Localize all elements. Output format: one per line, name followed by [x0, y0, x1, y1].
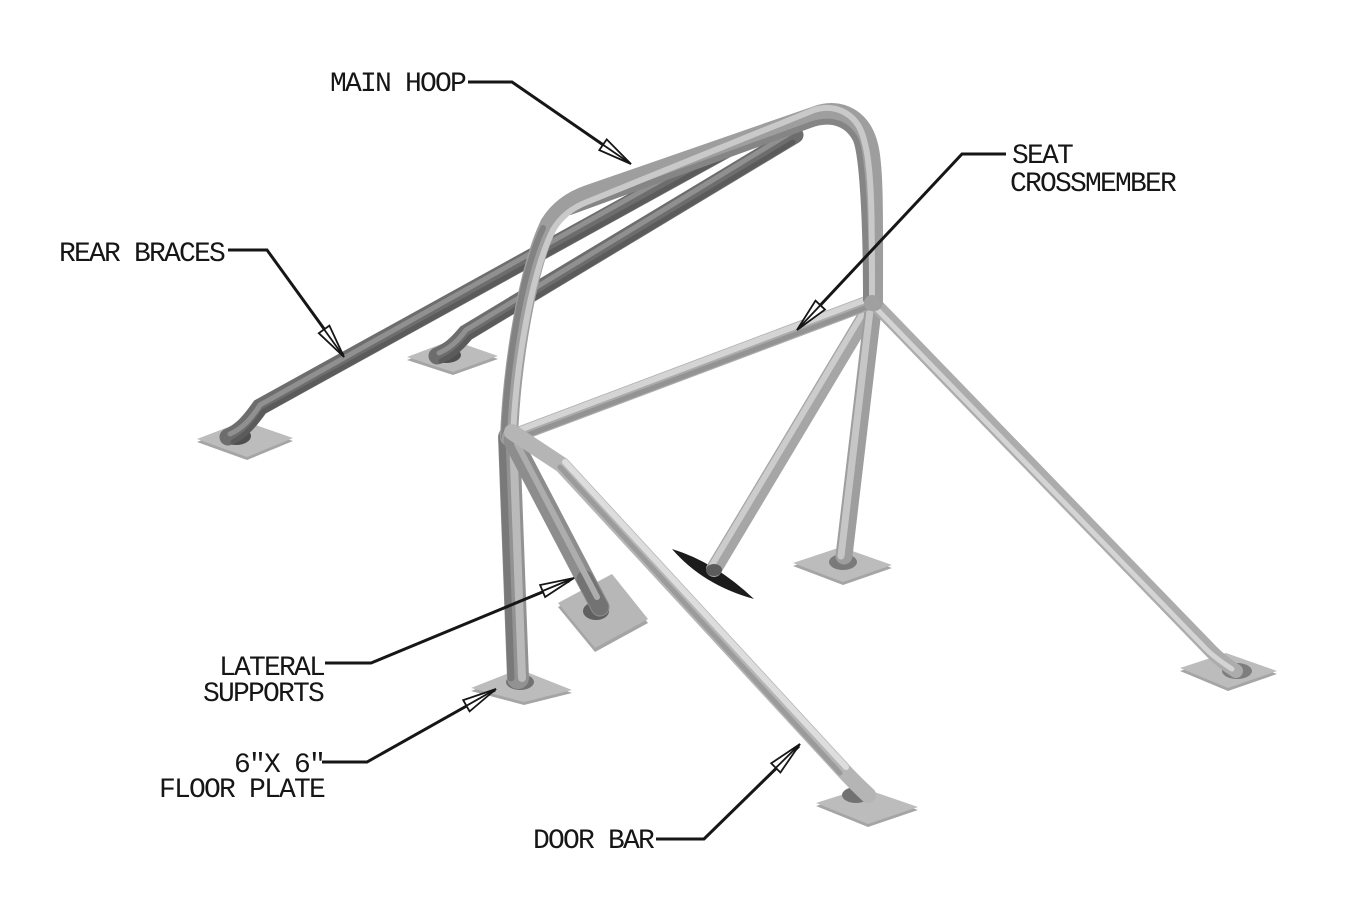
- svg-text:6"X 6": 6"X 6": [234, 750, 324, 781]
- svg-text:MAIN HOOP: MAIN HOOP: [330, 69, 466, 100]
- svg-text:SUPPORTS: SUPPORTS: [203, 679, 324, 710]
- svg-text:FLOOR PLATE: FLOOR PLATE: [159, 775, 325, 806]
- svg-text:CROSSMEMBER: CROSSMEMBER: [1010, 169, 1177, 200]
- svg-text:LATERAL: LATERAL: [219, 653, 325, 684]
- svg-text:SEAT: SEAT: [1012, 141, 1073, 172]
- svg-text:REAR BRACES: REAR BRACES: [59, 239, 225, 270]
- svg-text:DOOR BAR: DOOR BAR: [533, 826, 655, 857]
